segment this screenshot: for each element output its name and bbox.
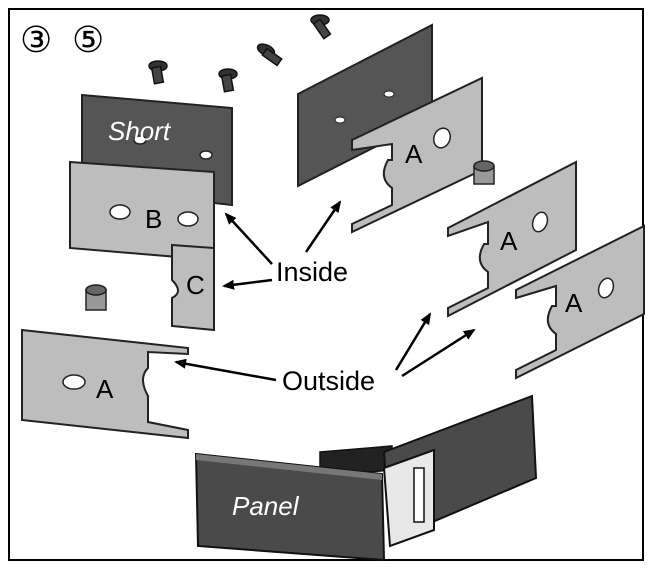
screw-3 <box>256 43 283 67</box>
inside-arrow-a <box>304 200 342 253</box>
plate-a-left-label: A <box>96 374 114 404</box>
panel-assembly: Panel <box>194 394 538 562</box>
screw-4 <box>310 14 332 40</box>
plate-a-right: A <box>515 224 645 380</box>
step-number-3: ③ <box>20 20 52 61</box>
outside-arrow-mid <box>394 312 432 371</box>
inside-arrow-c <box>222 278 273 290</box>
inside-arrow-b <box>224 212 273 265</box>
panel-label: Panel <box>232 491 300 521</box>
plate-a-top-label: A <box>405 139 423 169</box>
inside-label: Inside <box>276 257 348 287</box>
screws <box>148 14 332 93</box>
screw-2 <box>218 68 238 93</box>
plate-c-label: C <box>186 270 205 300</box>
plate-a-mid-label: A <box>500 226 518 256</box>
short-label: Short <box>108 116 172 146</box>
plate-a-right-label: A <box>565 288 583 318</box>
spacer-right <box>473 160 495 185</box>
step-number-5: ⑤ <box>72 20 104 61</box>
step-numbers: ③ ⑤ <box>20 20 104 61</box>
inside-callout: Inside <box>222 200 348 290</box>
outside-arrow-right <box>401 328 476 378</box>
plate-a-mid: A <box>447 160 577 318</box>
plate-b-label: B <box>145 204 162 234</box>
outside-label: Outside <box>282 366 375 396</box>
plate-c: C <box>171 243 215 332</box>
plate-b: B <box>69 160 215 262</box>
screw-1 <box>148 60 168 85</box>
outside-arrow-left <box>174 358 277 382</box>
plate-a-top: A <box>351 76 483 234</box>
outside-callout: Outside <box>174 312 476 396</box>
plate-a-left: A <box>21 328 189 440</box>
spacer-left <box>85 284 107 311</box>
